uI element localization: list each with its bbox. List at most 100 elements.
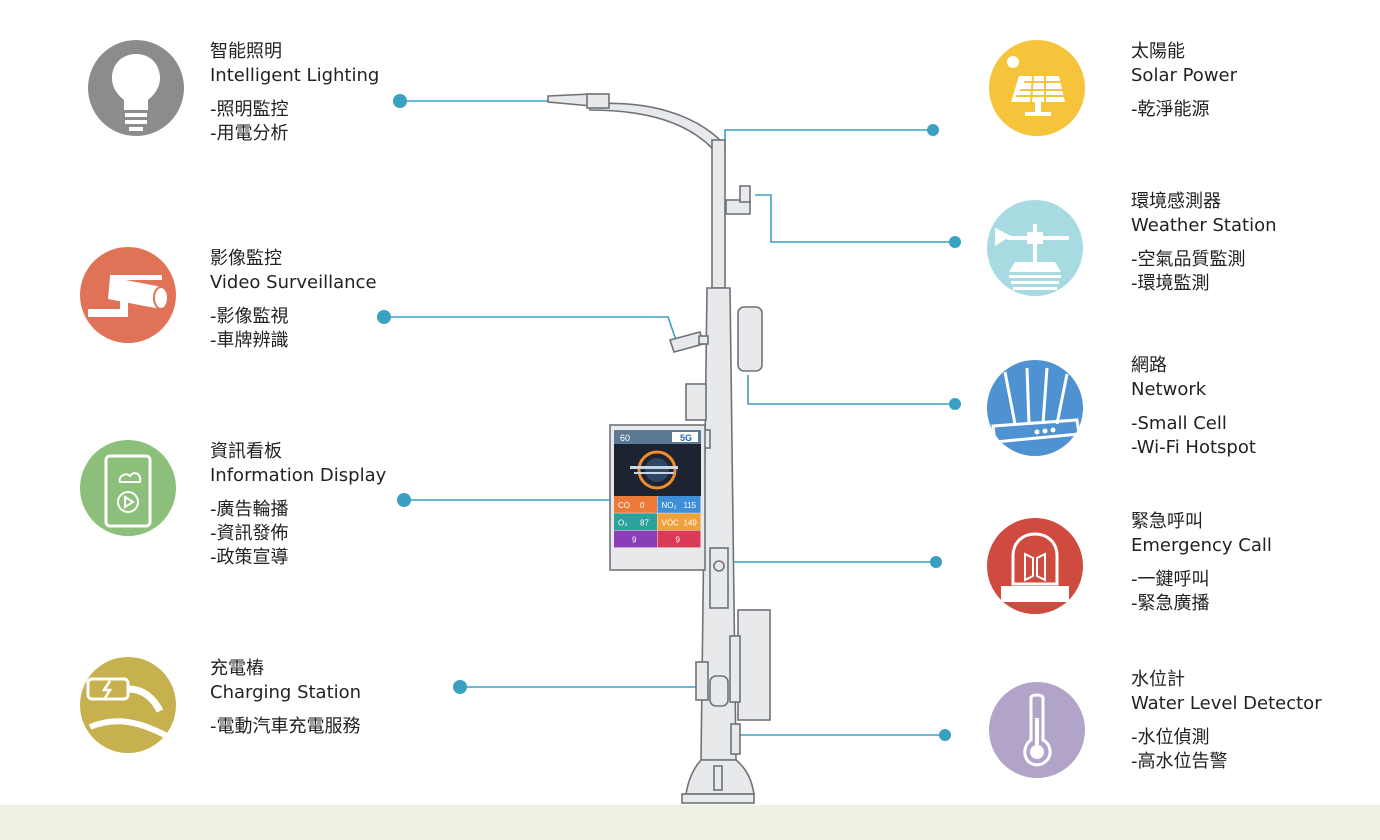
solar-icon-circle [989,40,1085,136]
thermometer-icon [1023,693,1052,767]
dot-weather [949,236,961,248]
weather-item: -環境監測 [1131,273,1210,294]
water-title-en: Water Level Detector [1131,693,1322,714]
wifi-router-icon [991,367,1081,444]
emergency-item: -緊急廣播 [1131,593,1210,614]
screen-tile [657,530,701,548]
screen-hero-caption [630,466,678,469]
alarm-siren-icon [1001,532,1069,602]
small-cell-box [737,306,763,372]
network-title-zh: 網路 [1131,355,1167,376]
charging-unit [737,609,771,721]
dot-charging [453,680,467,694]
water-item: -高水位告警 [1131,751,1228,772]
connector-dots [377,94,961,741]
emergency-icon-circle [987,518,1083,614]
network-icon-circle [987,360,1083,456]
ground-strip [0,805,1380,840]
dot-emergency [930,556,942,568]
weather-sensor-top [739,185,751,203]
connector-lines [384,100,955,736]
display-item: -廣告輪播 [210,499,289,520]
charging-item: -電動汽車充電服務 [210,716,361,737]
screen-tile [657,496,701,513]
screen-badge-bg [672,432,698,442]
pole-base-plate [681,793,755,804]
water-icon-circle [989,682,1085,778]
side-box [685,383,707,421]
connector-surveillance [384,316,677,341]
surveillance-item: -影像監視 [210,306,289,327]
lighting-icon-circle [88,40,184,136]
dot-display [397,493,411,507]
water-title-zh: 水位計 [1131,669,1185,690]
charging-title-en: Charging Station [210,682,362,703]
network-title-en: Network [1131,379,1207,400]
screen-hero-caption-2 [634,472,674,474]
screen-tile [614,496,657,513]
screen-tile [657,513,701,531]
weather-station-icon [995,224,1069,290]
screen-badge: 5G [680,433,692,443]
charging-title-zh: 充電樁 [210,658,264,679]
lamp-clamp [586,93,610,109]
lighting-title-zh: 智能照明 [210,41,282,62]
screen-hero-glow [645,458,669,482]
weather-title-zh: 環境感測器 [1131,191,1221,212]
solar-title-en: Solar Power [1131,65,1238,86]
screen-tile-value: 87 [640,518,649,527]
water-item: -水位偵測 [1131,727,1210,748]
network-item: -Small Cell [1131,413,1227,434]
screen-tile [614,530,657,548]
display-title-en: Information Display [210,465,387,486]
screen-tile [614,513,657,531]
display-icon-circle [80,440,176,536]
screen-tile-label: O₃ [618,518,627,527]
emergency-title-zh: 緊急呼叫 [1131,511,1203,532]
emergency-item: -一鍵呼叫 [1131,569,1210,590]
charging-panel [695,661,709,701]
pole-base-door [713,765,723,791]
solar-panel-icon [1007,56,1065,116]
surveillance-icon-circle [80,247,176,343]
upper-pole [711,139,726,289]
lightbulb-icon [112,54,160,131]
screen-tile-value: 0 [640,501,645,510]
screen-temp: 60 [620,433,630,443]
charging-icon-circle [80,657,176,753]
screen-tile-label: NO₂ [662,501,677,510]
weather-sensor-box [725,199,751,215]
lamp-arm [589,102,724,150]
info-display-icon [104,454,152,528]
ev-charger-icon [86,677,176,744]
charging-bracket [729,635,741,703]
weather-icon-circle [987,200,1083,296]
screen-tile-label: VOC [662,518,680,527]
screen-tile-value: 9 [676,536,681,545]
screen-footer [614,548,701,554]
display-item: -資訊發佈 [210,523,289,544]
weather-title-en: Weather Station [1131,215,1277,236]
charging-socket [709,675,729,707]
screen-tile-value: 9 [632,536,637,545]
weather-item: -空氣品質監測 [1131,249,1246,270]
connector-solar [724,129,933,152]
dot-network [949,398,961,410]
connector-weather [755,194,955,243]
camera-mount [698,335,709,345]
emergency-box [709,547,729,609]
lighting-title-en: Intelligent Lighting [210,65,380,86]
screen-tile-label: CO [618,501,630,510]
surveillance-title-zh: 影像監控 [210,248,282,269]
display-item: -政策宣導 [210,547,289,568]
cctv-camera-icon [88,275,169,317]
connector-network [747,375,955,405]
dot-surveillance [377,310,391,324]
dot-solar [927,124,939,136]
solar-item: -乾淨能源 [1131,99,1210,120]
surveillance-title-en: Video Surveillance [210,272,377,293]
emergency-button [713,560,725,572]
lamp-head [547,93,593,107]
